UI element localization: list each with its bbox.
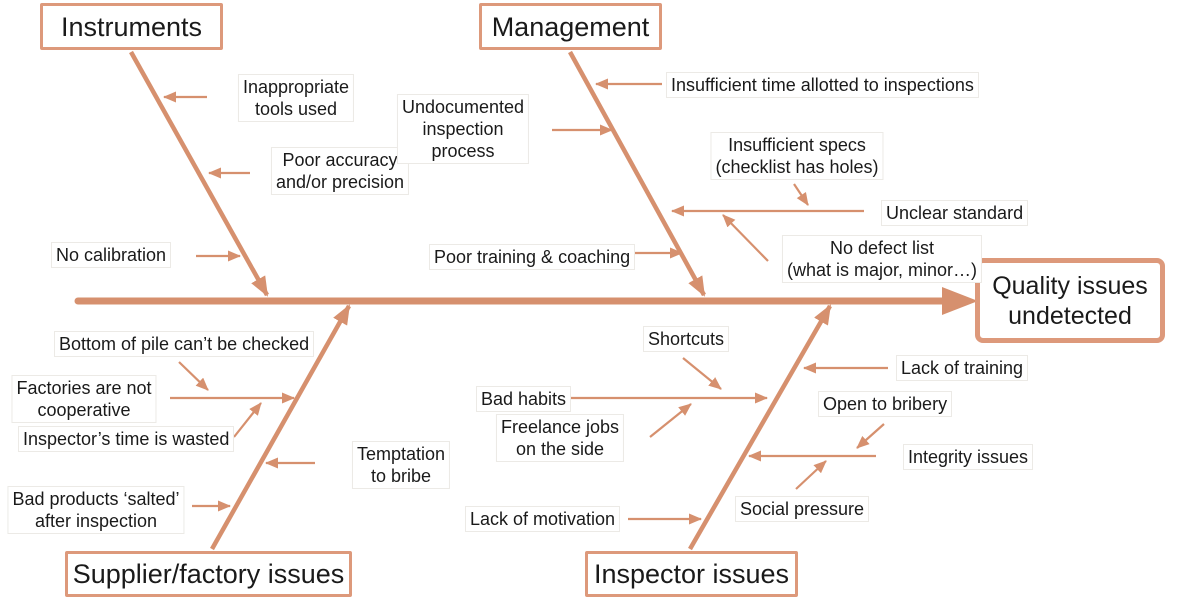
category-box-inspector: Inspector issues [585, 551, 798, 597]
cause-integrity: Integrity issues [903, 444, 1034, 470]
effect-box: Quality issues undetected [975, 258, 1165, 343]
cause-bad-habits: Bad habits [476, 386, 572, 412]
category-box-instruments: Instruments [40, 3, 223, 50]
cause-bottom-pile: Bottom of pile can’t be checked [54, 331, 315, 357]
cause-lack-motivation: Lack of motivation [465, 506, 621, 532]
cause-inspectors-time: Inspector’s time is wasted [18, 426, 235, 452]
arrow-open-bribery [856, 423, 885, 449]
cause-freelance: Freelance jobs on the side [495, 414, 625, 462]
branch-line-inspector [688, 304, 832, 551]
cause-unclear-standard: Unclear standard [881, 200, 1029, 226]
cause-no-calibration: No calibration [51, 242, 172, 268]
category-box-management: Management [479, 3, 662, 50]
arrow-bottom-pile [178, 361, 209, 391]
cause-open-bribery: Open to bribery [818, 391, 953, 417]
arrow-insufficient-specs [793, 183, 809, 206]
cause-social-pressure: Social pressure [735, 496, 870, 522]
arrow-no-defect-list [722, 214, 769, 262]
category-label-inspector: Inspector issues [593, 559, 790, 589]
arrow-social-pressure [795, 460, 827, 490]
cause-insufficient-specs: Insufficient specs (checklist has holes) [710, 132, 884, 180]
arrow-freelance [649, 403, 692, 438]
arrow-shortcuts [682, 357, 722, 390]
cause-lack-training: Lack of training [896, 355, 1029, 381]
effect-label: Quality issues undetected [992, 271, 1148, 330]
cause-shortcuts: Shortcuts [643, 326, 730, 352]
cause-factories: Factories are not cooperative [11, 375, 157, 423]
category-label-supplier: Supplier/factory issues [72, 559, 345, 589]
category-label-management: Management [491, 11, 650, 42]
cause-bad-products: Bad products ‘salted’ after inspection [7, 486, 185, 534]
cause-temptation: Temptation to bribe [351, 441, 451, 489]
branch-line-supplier [210, 304, 351, 551]
cause-poor-accuracy: Poor accuracy and/or precision [270, 147, 410, 195]
cause-insufficient-time: Insufficient time allotted to inspection… [666, 72, 979, 98]
cause-no-defect-list: No defect list (what is major, minor…) [781, 235, 983, 283]
cause-inappropriate-tools: Inappropriate tools used [237, 74, 355, 122]
category-box-supplier: Supplier/factory issues [65, 551, 352, 597]
cause-undocumented: Undocumented inspection process [396, 94, 530, 164]
arrow-inspectors-time [233, 402, 262, 438]
branch-line-instruments [129, 50, 269, 297]
spine-arrowhead [942, 287, 978, 315]
cause-poor-training: Poor training & coaching [429, 244, 636, 270]
category-label-instruments: Instruments [60, 11, 203, 42]
